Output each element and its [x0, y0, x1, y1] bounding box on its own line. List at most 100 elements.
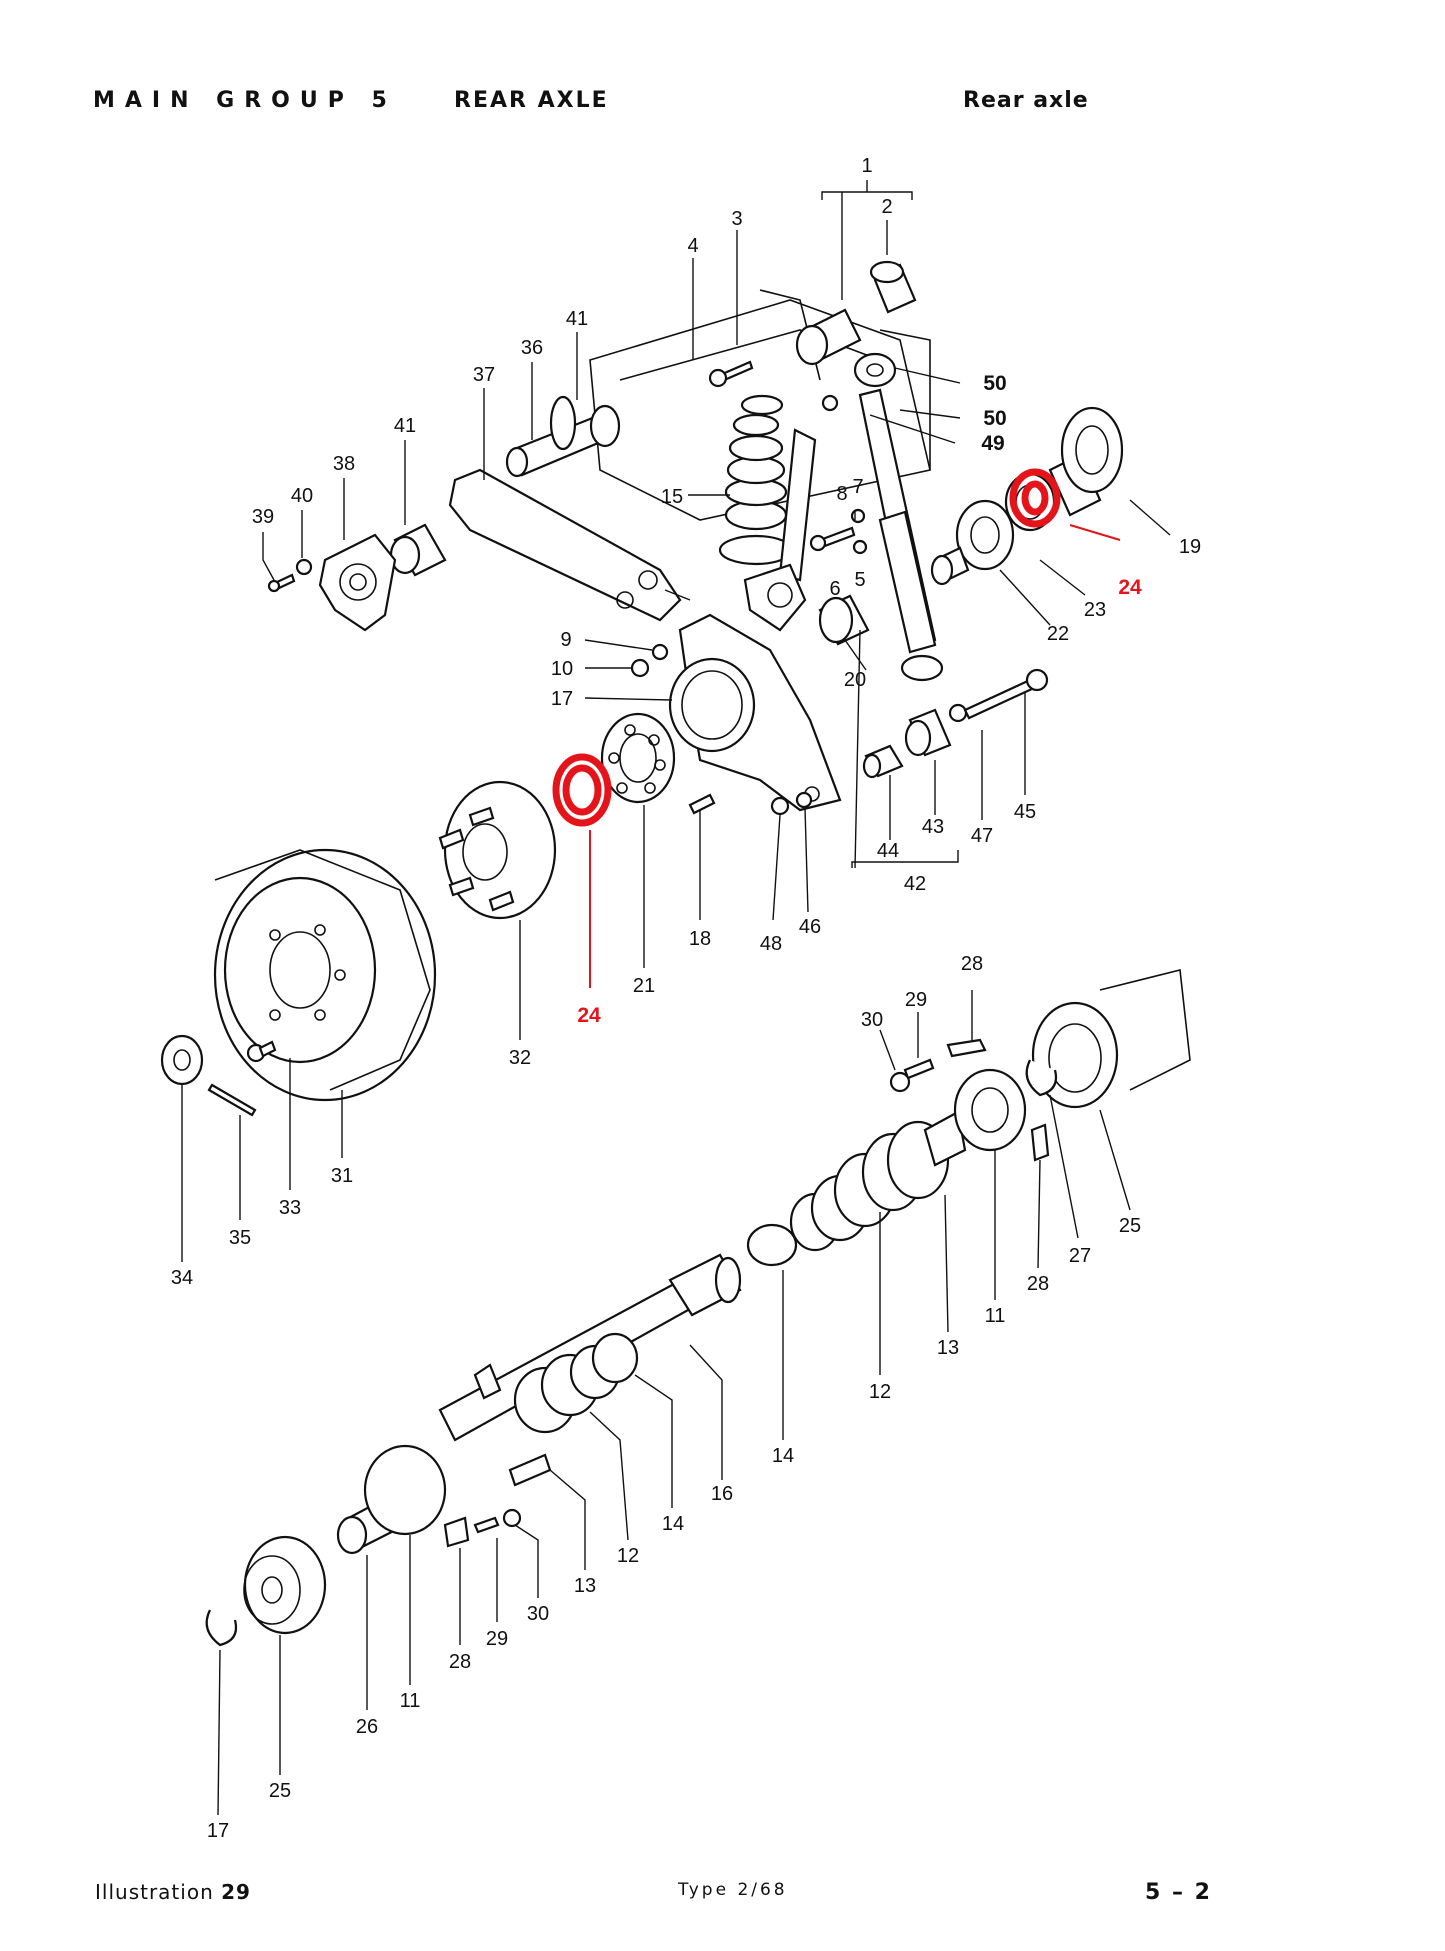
callout-48: 48 — [760, 933, 782, 955]
bushing-41-upper — [549, 395, 577, 451]
callout-labels: 1 2 3 4 41 36 37 41 38 40 39 50 50 49 15… — [171, 155, 1201, 1842]
shock-eye-50 — [853, 352, 897, 388]
callout-11-upper: 11 — [985, 1305, 1006, 1327]
lock-plate-28-side — [1030, 1123, 1050, 1162]
callout-34: 34 — [171, 1267, 193, 1289]
callout-36: 36 — [521, 337, 543, 359]
callout-27: 27 — [1069, 1245, 1091, 1267]
callout-37: 37 — [473, 364, 495, 386]
bushing-41-left — [389, 523, 447, 577]
lock-plate-28-lower — [443, 1516, 470, 1548]
callout-38: 38 — [333, 453, 355, 475]
callout-8: 8 — [836, 483, 847, 505]
bushing-20 — [818, 594, 870, 646]
callout-28-side: 28 — [1027, 1273, 1049, 1295]
cv-joint-upper — [1031, 969, 1191, 1109]
ball-bearing — [600, 712, 676, 804]
bushing-2 — [869, 260, 917, 314]
callout-46: 46 — [799, 916, 821, 938]
callout-30-upper: 30 — [861, 1009, 883, 1031]
callout-16: 16 — [711, 1483, 733, 1505]
washer-40 — [295, 558, 313, 576]
bushing-44 — [862, 744, 904, 779]
callout-47: 47 — [971, 825, 993, 847]
cotter-pin — [207, 1083, 257, 1117]
leader-lines — [181, 180, 1171, 1816]
callout-43: 43 — [922, 816, 944, 838]
callout-23: 23 — [1084, 599, 1106, 621]
callout-30-lower: 30 — [527, 1603, 549, 1625]
callout-2: 2 — [881, 196, 892, 218]
bump-stop — [718, 394, 794, 566]
callout-6: 6 — [829, 578, 840, 600]
castle-nut — [160, 1034, 204, 1086]
callout-5: 5 — [854, 569, 865, 591]
diagonal-arm — [778, 428, 817, 582]
callout-14-upper: 14 — [772, 1445, 794, 1467]
bolt-30-upper — [889, 1071, 911, 1093]
clamp-14-lower — [591, 1332, 639, 1384]
callout-42: 42 — [904, 873, 926, 895]
callout-12-lower: 12 — [617, 1545, 639, 1567]
footer-illustration: Illustration 29 — [95, 1880, 251, 1904]
boot-upper — [789, 1120, 950, 1252]
callout-50-bottom: 50 — [983, 407, 1006, 430]
dust-cap-11-upper — [953, 1068, 1027, 1152]
washer-47 — [948, 703, 968, 723]
callout-1: 1 — [861, 155, 872, 177]
callout-29-lower: 29 — [486, 1628, 508, 1650]
callout-40: 40 — [291, 485, 313, 507]
bolt-45 — [963, 668, 1049, 720]
callout-7: 7 — [852, 476, 863, 498]
header-main-group: MAIN GROUP 5 — [93, 88, 397, 113]
callout-31: 31 — [331, 1165, 353, 1187]
nut-48 — [770, 796, 790, 816]
callout-49: 49 — [981, 432, 1004, 455]
callout-15: 15 — [661, 486, 683, 508]
callout-18: 18 — [689, 928, 711, 950]
footer-illustration-number: 29 — [221, 1880, 251, 1904]
cv-joint-lower — [243, 1535, 327, 1635]
callout-11-lower: 11 — [400, 1690, 421, 1712]
callout-45: 45 — [1014, 801, 1036, 823]
circlip-17 — [205, 1609, 238, 1647]
spacer-22 — [930, 499, 1015, 586]
shock-absorber — [858, 388, 944, 682]
callout-29-upper: 29 — [905, 989, 927, 1011]
callout-50-top: 50 — [983, 372, 1006, 395]
callout-3: 3 — [731, 208, 742, 230]
clamp-13-lower — [508, 1453, 552, 1487]
callout-41-left: 41 — [394, 415, 416, 437]
footer-type: Type 2/68 — [678, 1880, 788, 1900]
clamp-13-upper — [923, 1110, 967, 1167]
callout-44: 44 — [877, 840, 899, 862]
callout-9: 9 — [560, 629, 571, 651]
callout-14-lower: 14 — [662, 1513, 684, 1535]
footer-page-number: 5 – 2 — [1145, 1880, 1212, 1905]
washer-9 — [651, 643, 669, 661]
nut-10 — [630, 658, 650, 678]
callout-13-lower: 13 — [574, 1575, 596, 1597]
brake-drum — [213, 848, 437, 1102]
callout-33: 33 — [279, 1197, 301, 1219]
trailing-arm — [448, 468, 691, 622]
bolt-4 — [708, 360, 754, 388]
bolt-33 — [246, 1040, 277, 1063]
callout-25-lower: 25 — [269, 1780, 291, 1802]
clamp-14-upper — [746, 1223, 798, 1267]
callout-24-front: 24 — [577, 1004, 601, 1027]
wheel-hub — [438, 780, 557, 920]
callout-4: 4 — [687, 235, 698, 257]
callout-21: 21 — [633, 975, 655, 997]
bolt-29-upper — [903, 1058, 935, 1080]
bolts-5-8 — [809, 508, 868, 555]
header-section: REAR AXLE — [454, 88, 609, 113]
callout-17-upper: 17 — [551, 688, 573, 710]
callout-28-lower: 28 — [449, 1651, 471, 1673]
shock-upper-mount — [795, 308, 862, 366]
washer-46 — [795, 791, 813, 809]
lock-plate-28-upper — [946, 1038, 987, 1058]
callout-41-upper: 41 — [566, 308, 588, 330]
oil-seal-24-front — [552, 753, 612, 827]
